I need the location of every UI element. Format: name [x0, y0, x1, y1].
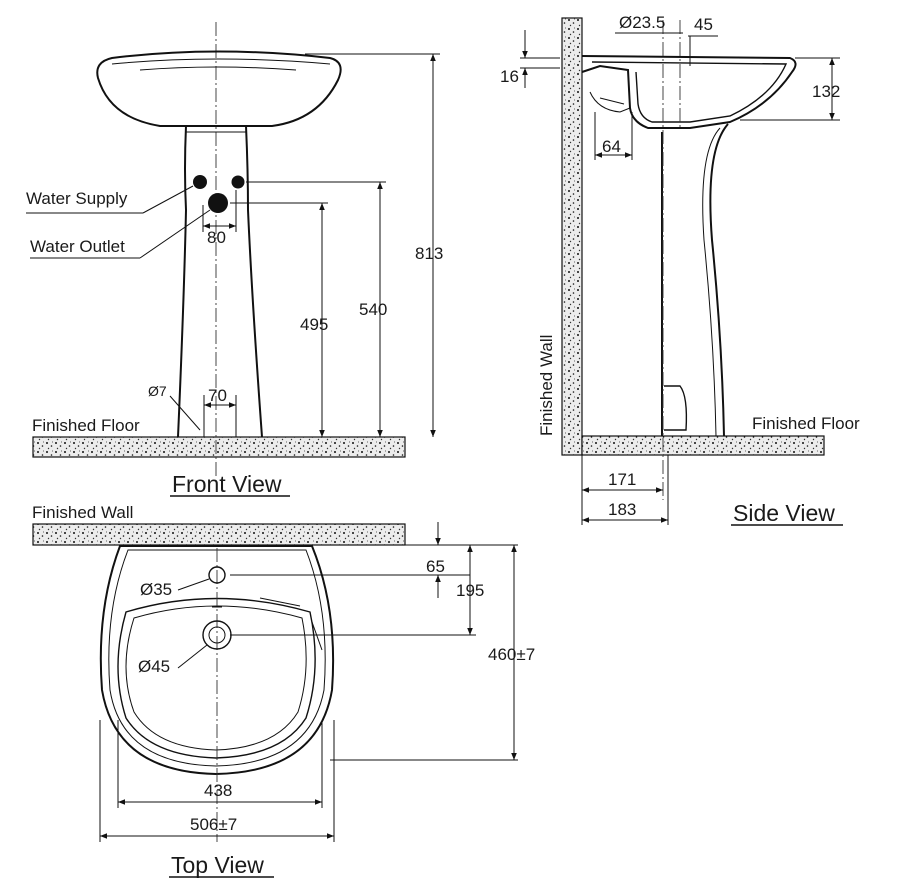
dim-side-bowl-depth: 132 [812, 82, 840, 101]
dim-side-wall-to-outlet: 171 [608, 470, 636, 489]
top-tap-hole [208, 566, 226, 584]
dim-top-wall-to-drain: 195 [456, 581, 484, 600]
top-drain-inner [208, 626, 226, 644]
dim-height-total: 813 [415, 244, 443, 263]
dim-outlet-spacing: 80 [207, 228, 226, 247]
top-view: Finished Wall Ø35 Ø45 65 195 4 [32, 503, 535, 878]
water-supply-hole-right [231, 175, 245, 189]
water-supply-label: Water Supply [26, 189, 128, 208]
water-outlet-label: Water Outlet [30, 237, 125, 256]
front-pedestal [177, 125, 263, 438]
top-basin-outline [99, 545, 335, 776]
side-view-title: Side View [733, 500, 835, 526]
dim-top-overall-width: 506±7 [190, 815, 237, 834]
dim-bolt-spacing: 70 [208, 386, 227, 405]
dim-bolt-dia: Ø7 [148, 383, 167, 399]
front-basin [96, 50, 342, 127]
side-basin-section [581, 55, 797, 129]
side-finished-wall [561, 17, 583, 456]
top-finished-wall-label: Finished Wall [32, 503, 133, 522]
front-view-title: Front View [172, 471, 282, 497]
dim-side-wall-to-pedestal: 183 [608, 500, 636, 519]
side-finished-floor-label: Finished Floor [752, 414, 860, 433]
side-view: Ø23.5 45 16 132 64 Finished Wall Finishe… [500, 13, 860, 526]
dim-top-drain-dia: Ø45 [138, 657, 170, 676]
front-finished-floor-label: Finished Floor [32, 416, 140, 435]
water-outlet-hole [208, 193, 228, 213]
front-view: Water Supply Water Outlet 80 495 540 813… [26, 22, 443, 497]
dim-top-inner-width: 438 [204, 781, 232, 800]
dim-top-wall-to-tap: 65 [426, 557, 445, 576]
dim-height-supply: 540 [359, 300, 387, 319]
water-supply-hole-left [193, 175, 207, 189]
top-finished-wall-slab [32, 523, 406, 546]
dim-side-rim-thickness: 16 [500, 67, 519, 86]
top-view-title: Top View [171, 852, 264, 878]
side-finished-wall-label: Finished Wall [537, 335, 556, 436]
dim-top-tap-dia: Ø35 [140, 580, 172, 599]
dim-side-tap-dia: Ø23.5 [619, 13, 665, 32]
side-finished-floor [581, 435, 825, 456]
dim-side-rim-offset: 45 [694, 15, 713, 34]
dim-height-outlet: 495 [300, 315, 328, 334]
finished-floor-slab [32, 436, 406, 458]
side-pedestal [661, 123, 729, 437]
dim-side-trap-width: 64 [602, 137, 621, 156]
dim-top-depth: 460±7 [488, 645, 535, 664]
